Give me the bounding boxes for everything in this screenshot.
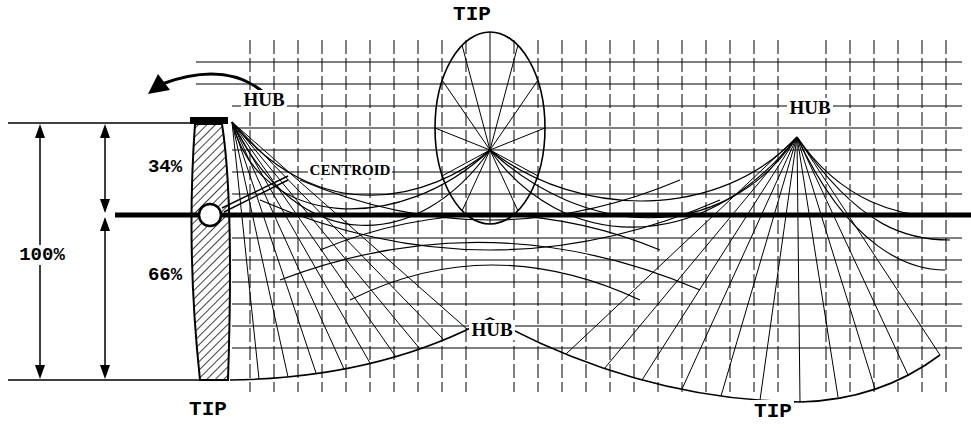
percent-label: 34% [146,157,184,178]
percent-label: 66% [146,265,184,286]
leader-line [224,180,288,212]
tip-label: TIP [752,400,794,423]
dimension-lines [8,123,200,380]
percent-label: 100% [17,245,67,266]
grid-rows [196,62,962,348]
hub-label: HUB [787,98,832,119]
centroid-line [115,213,971,218]
centroid-marker [199,204,221,226]
hub-cap [190,117,228,124]
blade-section [191,124,230,380]
tip-label: TIP [451,3,493,26]
arrow-head [148,74,170,94]
centroid-label: CENTROID [308,162,393,179]
hub-label: HUB [241,90,286,111]
tip-label: TIP [187,398,229,421]
leader-line [222,176,288,208]
hub-label: HUB [469,320,514,341]
